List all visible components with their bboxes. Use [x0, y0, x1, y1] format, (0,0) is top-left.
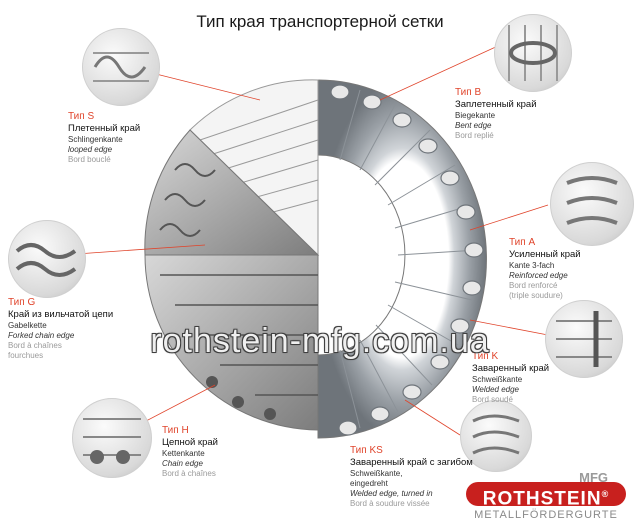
label-type-h: Тип H Цепной край Kettenkante Chain edge…: [162, 424, 218, 479]
logo-name-text: ROTHSTEIN: [482, 488, 602, 510]
slice-h-wires: [160, 274, 318, 396]
type-h-fr: Bord à chaînes: [162, 469, 216, 478]
type-b-ru: Заплетенный край: [455, 99, 537, 110]
logo-name: ROTHSTEIN®: [466, 482, 626, 510]
ring-edge-loops: [330, 84, 484, 436]
type-ks-de: Schweißkante,: [350, 469, 403, 478]
type-s-ru: Плетенный край: [68, 123, 141, 134]
detail-circle-ks: [460, 400, 532, 472]
logo-registered: ®: [601, 489, 610, 499]
detail-circle-a: [550, 162, 634, 246]
type-k-name: Тип K: [472, 351, 499, 362]
type-a-fr2: (triple soudure): [509, 291, 563, 300]
type-s-en: looped edge: [68, 145, 113, 154]
label-type-ks: Тип KS Заваренный край с загибом Schweiß…: [350, 444, 473, 509]
detail-circle-s: [82, 28, 160, 106]
type-g-name: Тип G: [8, 297, 36, 308]
type-g-de: Gabelkette: [8, 321, 47, 330]
slice-h: [144, 254, 319, 431]
ring-segment: [317, 79, 487, 439]
type-s-name: Тип S: [68, 111, 95, 122]
slice-g: [144, 129, 320, 256]
type-k-de: Schweißkante: [472, 375, 523, 384]
diagram-title: Тип края транспортерной сетки: [196, 12, 444, 31]
type-ks-de2: eingedreht: [350, 479, 388, 488]
type-h-de: Kettenkante: [162, 449, 205, 458]
detail-circle-g: [8, 220, 86, 298]
type-a-en: Reinforced edge: [509, 271, 568, 280]
type-s-fr: Bord bouclé: [68, 155, 111, 164]
watermark: rothstein-mfg.com.ua: [150, 322, 490, 360]
detail-circle-k: [545, 300, 623, 378]
type-ks-name: Тип KS: [350, 445, 383, 456]
type-h-en: Chain edge: [162, 459, 203, 468]
label-type-b: Тип B Заплетенный край Biegekante Bent e…: [455, 86, 537, 141]
label-type-g: Тип G Край из вильчатой цепи Gabelkette …: [8, 296, 113, 361]
slice-s-wires: [199, 99, 319, 216]
detail-circle-b: [494, 14, 572, 92]
label-type-a: Тип A Усиленный край Kante 3-fach Reinfo…: [509, 236, 581, 301]
rothstein-logo[interactable]: MFG ROTHSTEIN® METALLFÖRDERGURTE: [458, 470, 634, 526]
type-s-de: Schlingenkante: [68, 135, 123, 144]
type-g-en: Forked chain edge: [8, 331, 75, 340]
logo-mfg: MFG: [579, 470, 608, 485]
type-ks-ru: Заваренный край с загибом: [350, 457, 473, 468]
type-ks-en: Welded edge, turned in: [350, 489, 433, 498]
type-g-fr: Bord à chaînes: [8, 341, 62, 350]
type-a-ru: Усиленный край: [509, 249, 581, 260]
logo-sub: METALLFÖRDERGURTE: [474, 509, 618, 521]
label-type-s: Тип S Плетенный край Schlingenkante loop…: [68, 110, 140, 165]
slice-g-chain: [159, 163, 216, 237]
type-a-fr: Bord renforcé: [509, 281, 558, 290]
type-a-name: Тип A: [509, 237, 536, 248]
type-g-ru: Край из вильчатой цепи: [8, 309, 114, 320]
detail-circle-h: [72, 398, 152, 478]
type-a-de: Kante 3-fach: [509, 261, 555, 270]
type-b-name: Тип B: [455, 87, 482, 98]
type-ks-fr: Bord à soudure vissée: [350, 499, 430, 508]
ring-wire-lines: [339, 89, 479, 429]
type-k-fr: Bord soudé: [472, 395, 513, 404]
type-k-ru: Заваренный край: [472, 363, 550, 374]
type-h-name: Тип H: [162, 425, 189, 436]
type-b-de: Biegekante: [455, 111, 496, 120]
type-g-fr2: fourchues: [8, 351, 44, 360]
slice-s: [189, 79, 319, 257]
type-h-ru: Цепной край: [162, 437, 218, 448]
type-b-fr: Bord replié: [455, 131, 494, 140]
type-b-en: Bent edge: [455, 121, 492, 130]
label-type-k: Тип K Заваренный край Schweißkante Welde…: [472, 350, 549, 405]
type-k-en: Welded edge: [472, 385, 519, 394]
